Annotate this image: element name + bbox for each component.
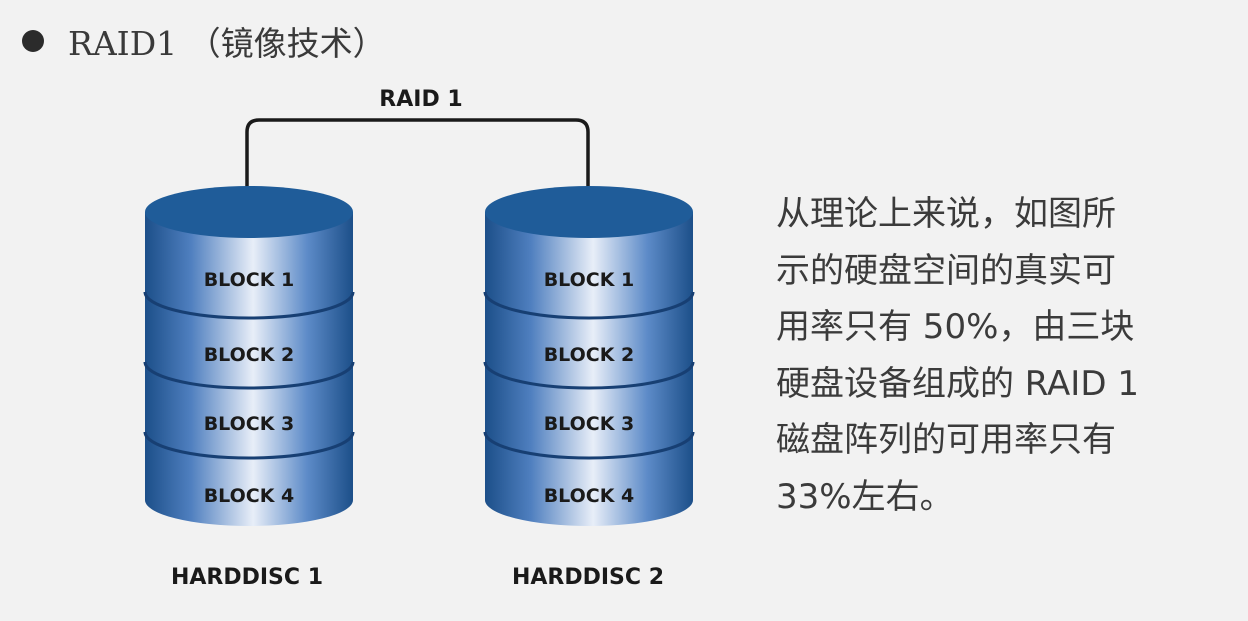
- block-divider: [143, 291, 355, 320]
- description-line: 33%左右。: [776, 476, 954, 517]
- raid-label: RAID 1: [379, 87, 462, 112]
- harddisc-top: [485, 186, 693, 238]
- block-divider: [143, 431, 355, 460]
- block-label: BLOCK 4: [544, 485, 635, 507]
- block-label: BLOCK 1: [544, 269, 635, 291]
- slide-title: RAID1 （镜像技术）: [68, 24, 386, 63]
- description-line: 从理论上来说，如图所: [776, 194, 1116, 234]
- block-label: BLOCK 2: [204, 344, 295, 366]
- harddisc-name: HARDDISC 1: [171, 565, 323, 590]
- description-line: 示的硬盘空间的真实可: [776, 250, 1116, 291]
- bullet-icon: [22, 30, 44, 52]
- block-divider: [483, 361, 695, 390]
- block-divider: [483, 431, 695, 460]
- raid-connector-line: [245, 118, 590, 205]
- block-label: BLOCK 3: [544, 413, 635, 435]
- harddisc-top: [145, 186, 353, 238]
- description-line: 硬盘设备组成的 RAID 1: [776, 363, 1139, 404]
- block-divider: [483, 291, 695, 320]
- block-label: BLOCK 2: [544, 344, 635, 366]
- harddisc-2: BLOCK 1 BLOCK 2 BLOCK 3 BLOCK 4 HARDDISC…: [483, 186, 695, 590]
- description-text: 从理论上来说，如图所 示的硬盘空间的真实可 用率只有 50%，由三块 硬盘设备组…: [776, 186, 1196, 526]
- block-divider: [143, 361, 355, 390]
- description-line: 用率只有 50%，由三块: [776, 307, 1135, 348]
- block-label: BLOCK 1: [204, 269, 295, 291]
- harddisc-name: HARDDISC 2: [512, 565, 664, 590]
- slide-heading: RAID1 （镜像技术）: [22, 16, 386, 66]
- description-line: 磁盘阵列的可用率只有: [776, 420, 1116, 461]
- harddisc-body: [485, 212, 693, 526]
- harddisc-body: [145, 212, 353, 526]
- block-label: BLOCK 4: [204, 485, 295, 507]
- harddisc-1: BLOCK 1 BLOCK 2 BLOCK 3 BLOCK 4 HARDDISC…: [143, 186, 355, 590]
- block-label: BLOCK 3: [204, 413, 295, 435]
